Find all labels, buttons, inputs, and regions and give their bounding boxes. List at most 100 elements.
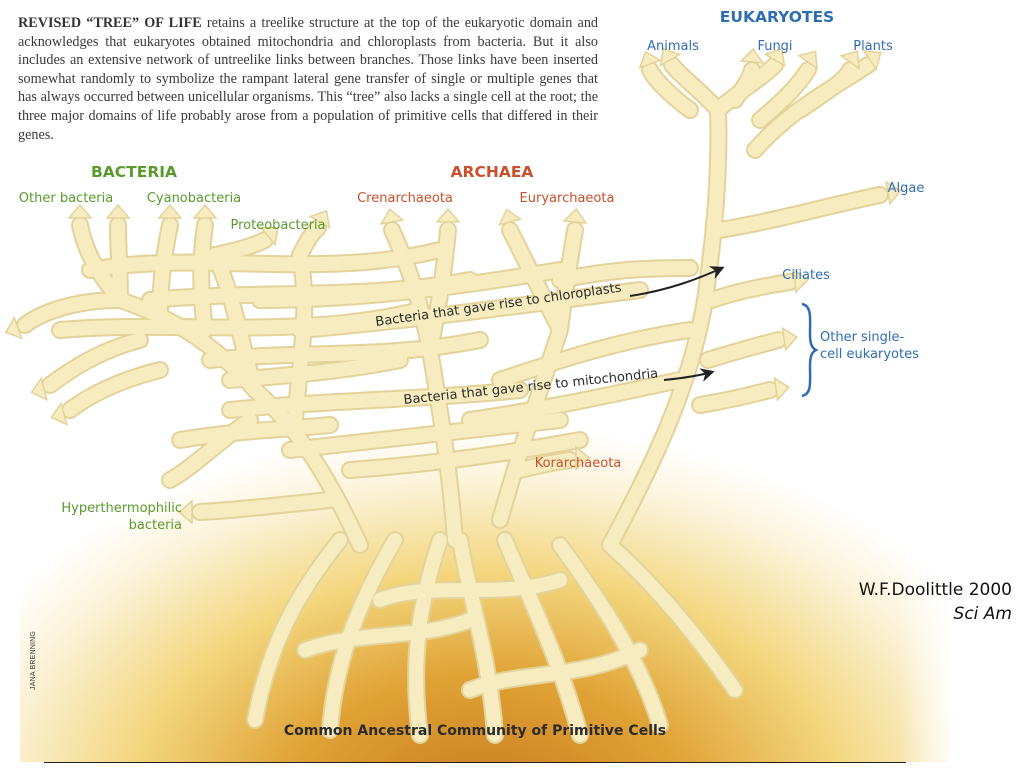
branch (253, 263, 567, 307)
branch (713, 188, 887, 237)
branch (208, 233, 272, 262)
branch-arrowhead (781, 326, 799, 352)
branch (173, 418, 337, 447)
label-fungi: Fungi (757, 39, 792, 54)
branch (498, 533, 587, 742)
branch (248, 533, 347, 727)
branch (728, 63, 759, 107)
branch (753, 63, 815, 127)
branch (283, 413, 567, 457)
branch-arrowhead (839, 50, 860, 70)
branch (553, 538, 667, 732)
branch (693, 383, 777, 412)
branch-arrowhead (885, 180, 902, 206)
label-hyperthermophilic-2: bacteria (129, 518, 182, 533)
branch (665, 58, 725, 117)
branch (603, 293, 712, 552)
branch-arrowhead (157, 203, 183, 219)
branch-arrowhead (308, 209, 331, 229)
branch (293, 283, 647, 337)
branch-arrowhead (50, 401, 68, 426)
branch-arrowhead (4, 315, 24, 340)
root-label: Common Ancestral Community of Primitive … (284, 723, 666, 739)
branch-arrowhead (773, 376, 791, 402)
branch (698, 103, 726, 307)
branch-arrowhead (177, 499, 193, 525)
branch (18, 293, 127, 332)
branch (513, 453, 577, 477)
branch (493, 323, 697, 387)
caption-body: retains a treelike structure at the top … (18, 15, 599, 143)
branch (223, 383, 527, 417)
branch-arrowhead (797, 50, 818, 70)
branch (203, 333, 487, 367)
citation-journal: Sci Am (953, 604, 1012, 624)
archaea-heading: ARCHAEA (451, 163, 534, 181)
branch (553, 261, 697, 287)
branch (343, 433, 587, 477)
tree-branches (16, 56, 889, 744)
label-animals: Animals (647, 39, 699, 54)
label-cyanobacteria: Cyanobacteria (147, 191, 241, 206)
branch (705, 275, 797, 307)
branch-arrowhead (562, 207, 588, 224)
branch-arrowhead (379, 208, 405, 225)
branch (43, 333, 147, 392)
background-fade-right (900, 140, 960, 762)
branch (373, 573, 567, 607)
label-other-single-cell-2: cell eukaryotes (820, 347, 919, 362)
branch (83, 243, 447, 277)
bottom-rule (44, 762, 906, 763)
branch (288, 248, 312, 427)
branch (323, 533, 402, 737)
branch-arrowhead (67, 203, 93, 219)
citation: W.F.Doolittle 2000 Sci Am (859, 578, 1012, 626)
branch-arrowhead (105, 203, 131, 219)
label-crenarchaeota: Crenarchaeota (357, 191, 453, 206)
branch (463, 643, 647, 697)
label-ciliates: Ciliates (782, 268, 830, 283)
branch-arrowhead (498, 208, 523, 226)
branch (63, 363, 167, 417)
branch-arrowhead (192, 203, 218, 219)
branch (643, 63, 697, 117)
label-plants: Plants (853, 39, 893, 54)
branch (423, 343, 462, 547)
label-other-bacteria: Other bacteria (19, 191, 113, 206)
branch-arrowhead (862, 50, 882, 71)
branch (194, 218, 212, 337)
branch (223, 353, 407, 387)
caption-lead: REVISED “TREE” OF LIFE (18, 15, 202, 31)
branch-arrowhead (435, 207, 461, 223)
label-euryarchaeota: Euryarchaeota (520, 191, 615, 206)
branch-arrowhead (259, 226, 279, 247)
branch (463, 373, 687, 427)
branch (701, 333, 785, 367)
branch-arrowhead (739, 47, 765, 64)
brace-icon (801, 302, 819, 398)
eukaryotes-heading: EUKARYOTES (720, 8, 834, 26)
branch (453, 533, 502, 742)
branch-arrowheads (4, 47, 902, 525)
branch-arrowhead (638, 50, 663, 70)
label-algae: Algae (888, 181, 925, 196)
mitochondria-arrow (663, 368, 715, 382)
caption-text: REVISED “TREE” OF LIFE retains a treelik… (18, 14, 598, 144)
bacteria-heading: BACTERIA (91, 163, 177, 181)
branch-arrowhead (659, 47, 682, 67)
artist-credit: JANA BRENNING (30, 631, 37, 690)
branch-arrowhead (30, 376, 48, 401)
label-korarchaeota: Korarchaeota (535, 456, 622, 471)
branch-arrowhead (575, 445, 591, 471)
branch (603, 538, 742, 697)
branch-arrowhead (763, 47, 786, 67)
label-proteobacteria: Proteobacteria (230, 218, 325, 233)
branch (793, 63, 857, 117)
chloroplast-arrow (629, 266, 725, 297)
label-other-single-cell-1: Other single- (820, 330, 905, 345)
branch-arrowhead (793, 268, 810, 294)
branch (293, 221, 325, 262)
branch (193, 493, 337, 519)
citation-author: W.F.Doolittle 2000 (858, 580, 1012, 600)
